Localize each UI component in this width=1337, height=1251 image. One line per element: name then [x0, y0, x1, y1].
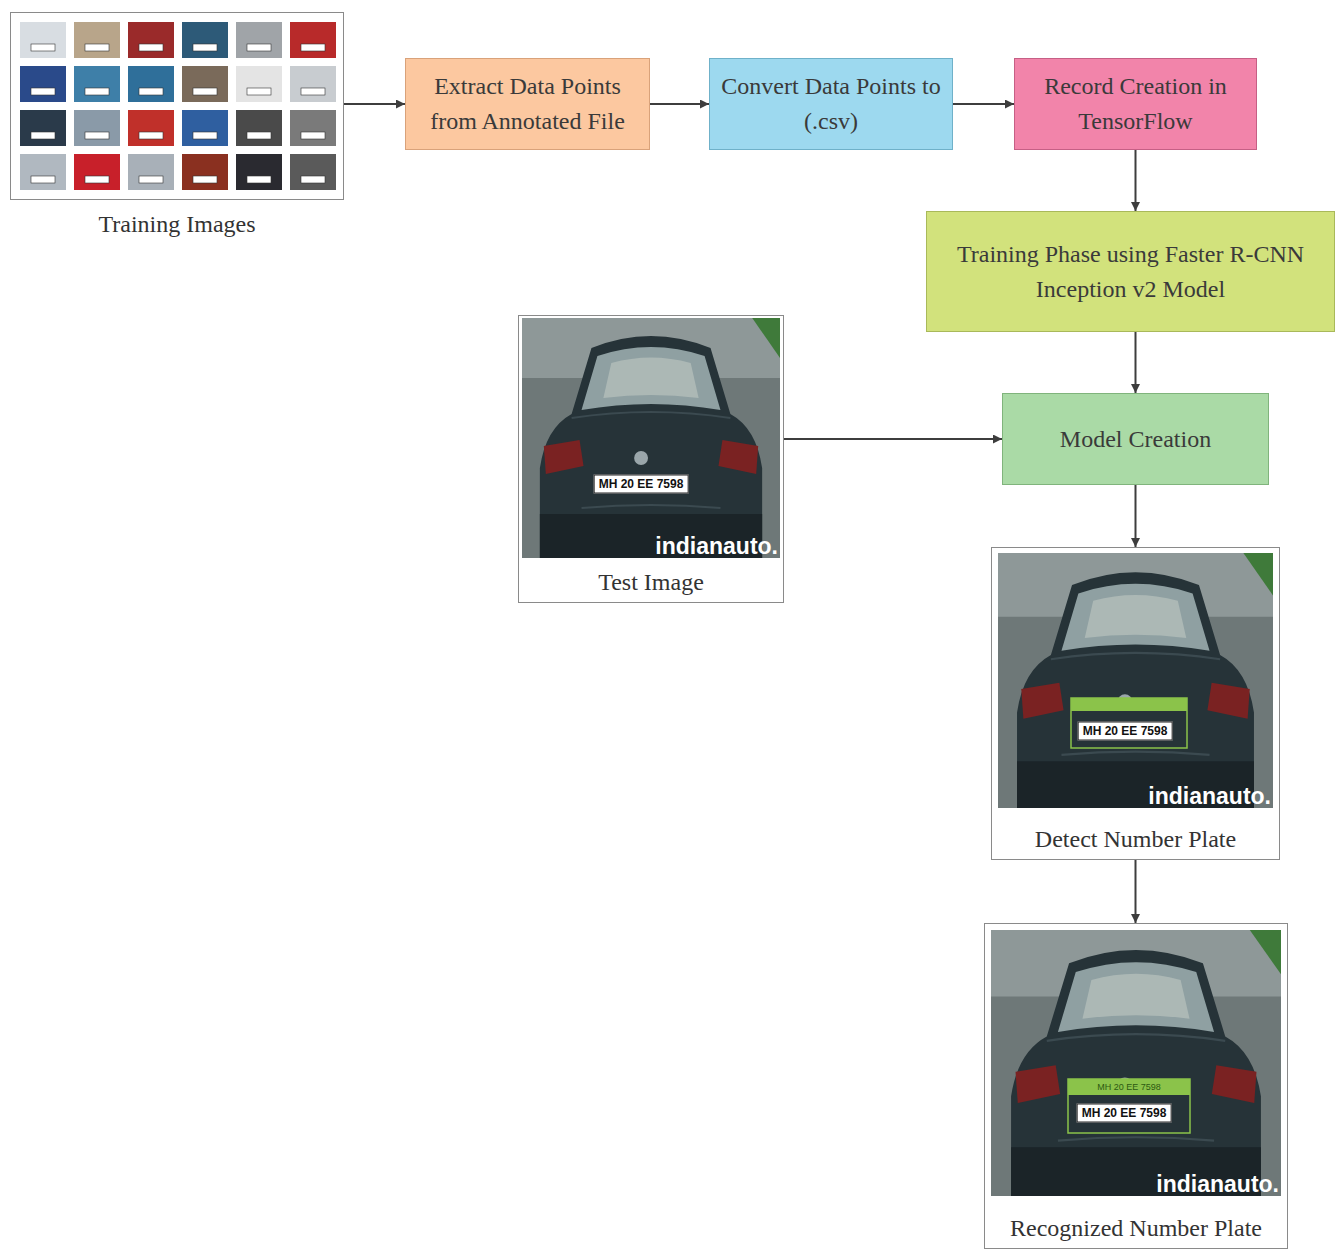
box-label: Convert Data Points to (.csv) [720, 69, 942, 139]
recognized-text: MH 20 EE 7598 [1097, 1082, 1161, 1093]
box-label: Training Phase using Faster R-CNN Incept… [937, 237, 1324, 307]
image-caption: Training Images [11, 210, 343, 238]
training-thumbnails [20, 22, 336, 190]
car-photo-recognized [991, 930, 1281, 1196]
image-caption: Recognized Number Plate [985, 1214, 1287, 1242]
process-box: Extract Data Points from Annotated File [405, 58, 650, 150]
process-box: Convert Data Points to (.csv) [709, 58, 953, 150]
flow-arrow [650, 103, 709, 105]
process-box: Record Creation in TensorFlow [1014, 58, 1257, 150]
watermark: indianauto. [655, 533, 778, 559]
watermark: indianauto. [1148, 783, 1271, 809]
plate-text: MH 20 EE 7598 [594, 475, 689, 494]
car-photo-detected [998, 553, 1273, 808]
plate-text: MH 20 EE 7598 [1078, 722, 1173, 741]
flow-arrow [1135, 485, 1137, 547]
image-caption: Detect Number Plate [992, 825, 1279, 853]
flow-arrow [1135, 860, 1137, 923]
image-frame: Test Image [518, 315, 784, 603]
image-frame: Detect Number Plate [991, 547, 1280, 860]
plate-text: MH 20 EE 7598 [1077, 1104, 1172, 1123]
box-label: Record Creation in TensorFlow [1025, 69, 1246, 139]
image-caption: Test Image [519, 568, 783, 596]
flow-arrow [1135, 332, 1137, 393]
process-box: Model Creation [1002, 393, 1269, 485]
flow-arrow [1135, 150, 1137, 211]
watermark: indianauto. [1156, 1171, 1279, 1197]
flow-arrow [784, 438, 1002, 440]
flow-arrow [953, 103, 1014, 105]
box-label: Model Creation [1060, 422, 1211, 457]
flow-arrow [344, 103, 405, 105]
process-box: Training Phase using Faster R-CNN Incept… [926, 211, 1335, 332]
car-photo [522, 318, 780, 558]
box-label: Extract Data Points from Annotated File [416, 69, 639, 139]
image-frame: Training Images [10, 12, 344, 200]
